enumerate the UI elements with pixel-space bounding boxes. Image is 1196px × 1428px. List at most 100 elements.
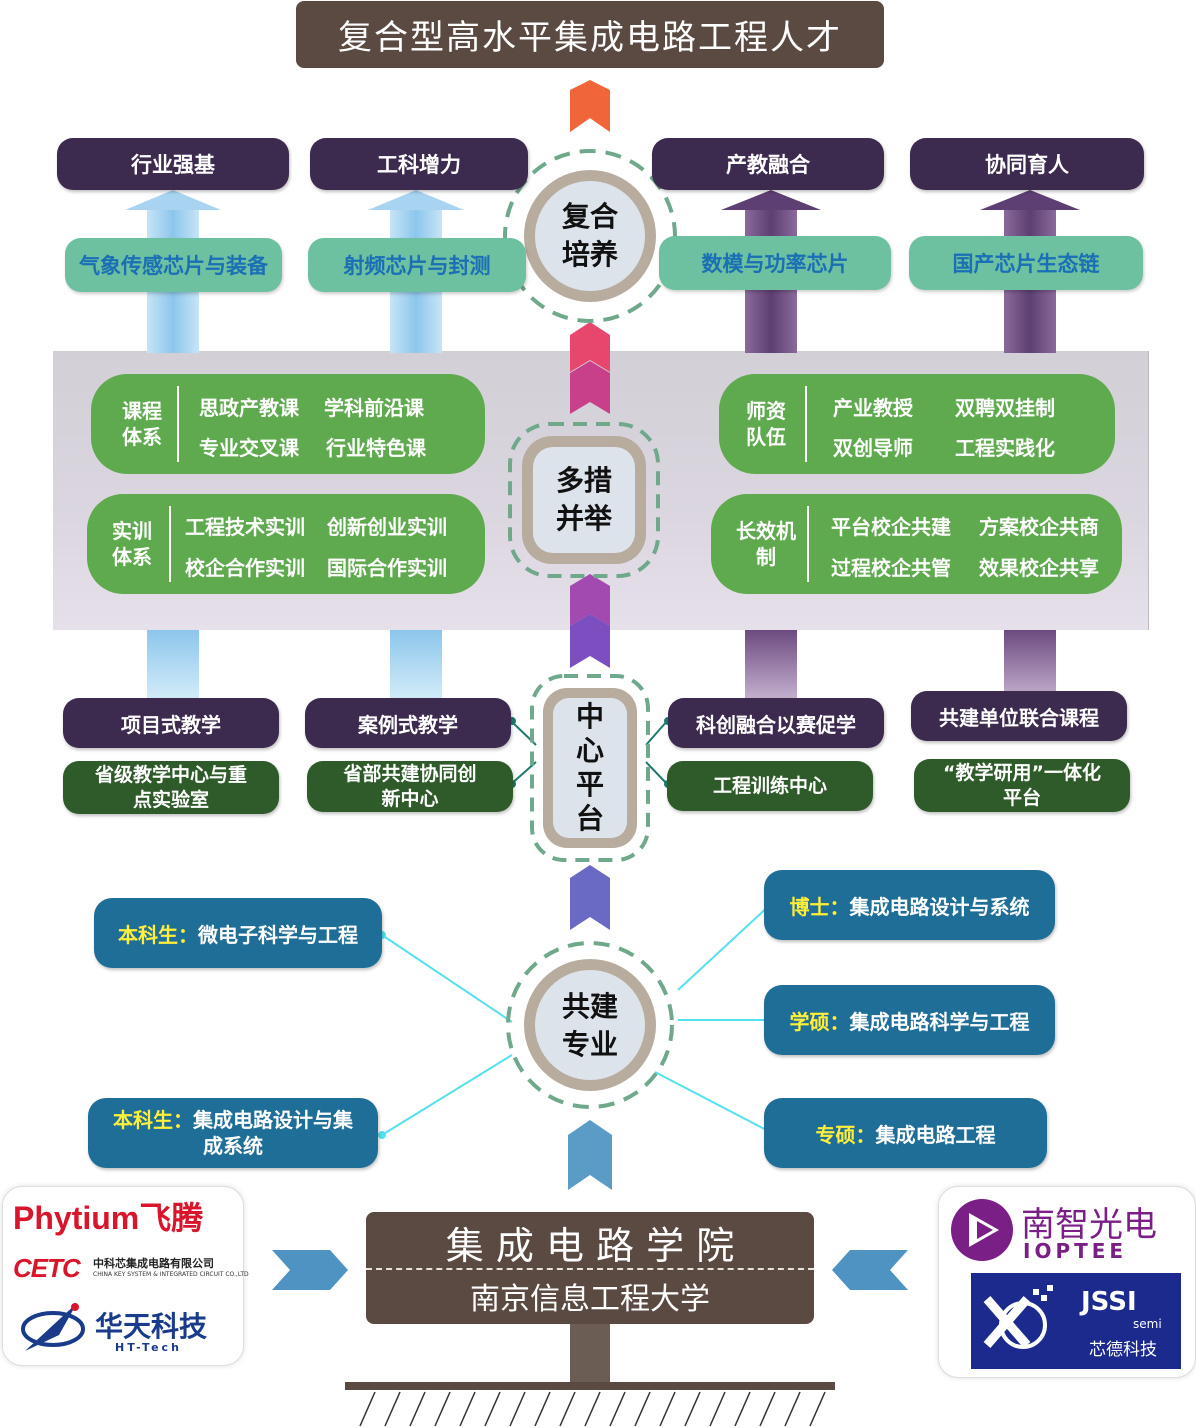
jssi-sub: semi	[1133, 1317, 1162, 1331]
goal-1: 行业强基	[57, 138, 289, 190]
platform-3: 工程训练中心	[667, 761, 873, 811]
platform-1: 省级教学中心与重 点实验室	[63, 761, 279, 814]
major-professional-master-text: 集成电路工程	[875, 1122, 996, 1147]
course-system-title: 课程 体系	[122, 399, 162, 449]
course-system-box: 课程 体系 思政产教课 学科前沿课 专业交叉课 行业特色课	[91, 374, 485, 474]
mechanism-item-4: 效果校企共享	[979, 556, 1099, 580]
jssi-name-cn: 芯德科技	[1089, 1340, 1157, 1360]
cetc-name-en: CHINA KEY SYSTEM & INTEGRATED CIRCUIT CO…	[93, 1271, 249, 1278]
course-item-1: 思政产教课	[199, 396, 299, 420]
teaching-1: 项目式教学	[63, 698, 279, 748]
goal-2-label: 工科增力	[377, 153, 461, 177]
chip-area-3: 数模与功率芯片	[659, 236, 891, 290]
ioptee-logo-icon	[951, 1199, 1013, 1261]
teaching-3: 科创融合以赛促学	[668, 698, 884, 748]
jssi-logo: JSSI semi 芯德科技	[971, 1273, 1181, 1369]
ioptee-name-cn: 南智光电	[1021, 1205, 1157, 1245]
teaching-2-label: 案例式教学	[358, 712, 458, 737]
hub-composite-ring	[503, 149, 677, 323]
chip-area-4: 国产芯片生态链	[909, 236, 1143, 290]
faculty-item-4: 工程实践化	[955, 436, 1055, 460]
major-undergrad-2-label: 本科生：	[113, 1108, 193, 1132]
teaching-1-label: 项目式教学	[121, 712, 221, 737]
left-partners-panel: Phytium飞腾 CETC 中科芯集成电路有限公司 CHINA KEY SYS…	[2, 1186, 249, 1366]
faculty-item-1: 产业教授	[833, 396, 913, 420]
training-item-3: 校企合作实训	[185, 556, 305, 580]
goal-1-label: 行业强基	[131, 153, 215, 177]
college-box: 集 成 电 路 学 院 南京信息工程大学	[366, 1212, 814, 1324]
right-partner-arrow	[832, 1250, 908, 1290]
faculty-item-2: 双聘双挂制	[955, 396, 1055, 420]
training-system-title: 实训 体系	[112, 519, 152, 569]
college-divider	[366, 1268, 814, 1270]
mechanism-box: 长效机 制 平台校企共建 方案校企共商 过程校企共管 效果校企共享	[711, 494, 1122, 594]
page-title: 复合型高水平集成电路工程人才	[296, 1, 884, 68]
hub-platform-ring	[530, 674, 650, 862]
chip-area-2-label: 射频芯片与封测	[343, 254, 491, 278]
phytium-logo: Phytium飞腾	[13, 1200, 204, 1236]
divider	[177, 386, 179, 462]
mechanism-item-3: 过程校企共管	[831, 556, 951, 580]
chip-area-4-label: 国产芯片生态链	[952, 252, 1100, 276]
major-undergrad-2-text: 集成电路设计与集 成系统	[193, 1108, 353, 1158]
goal-2: 工科增力	[310, 138, 528, 190]
major-undergrad-1-text: 微电子科学与工程	[198, 922, 358, 947]
hub-majors-ring	[506, 941, 674, 1109]
mechanism-item-2: 方案校企共商	[979, 515, 1099, 539]
hub-platform-label: 中 心 平 台	[575, 700, 604, 835]
goal-4: 协同育人	[910, 138, 1144, 190]
hub-measures-label: 多措 并举	[555, 464, 612, 535]
cetc-name-cn: 中科芯集成电路有限公司	[93, 1257, 214, 1270]
course-item-2: 学科前沿课	[324, 396, 424, 420]
ht-tech-logo-icon	[21, 1303, 85, 1351]
goal-3: 产教融合	[652, 138, 884, 190]
cetc-logo: CETC	[13, 1253, 81, 1283]
major-professional-master: 专硕：集成电路工程	[764, 1098, 1047, 1168]
teaching-3-label: 科创融合以赛促学	[696, 712, 856, 737]
major-academic-master-text: 集成电路科学与工程	[849, 1009, 1030, 1034]
faculty-item-3: 双创导师	[833, 436, 913, 460]
university-name: 南京信息工程大学	[470, 1282, 710, 1317]
major-phd-label: 博士：	[789, 894, 850, 919]
chip-area-3-label: 数模与功率芯片	[701, 252, 849, 276]
major-academic-master-label: 学硕：	[789, 1009, 850, 1034]
chip-area-1: 气象传感芯片与装备	[65, 238, 282, 292]
hub-majors-label: 共建 专业	[561, 990, 618, 1061]
faculty-box: 师资 队伍 产业教授 双聘双挂制 双创导师 工程实践化	[719, 374, 1115, 474]
chip-area-1-label: 气象传感芯片与装备	[79, 254, 268, 278]
ground-line	[345, 1382, 835, 1390]
ground-hatch	[359, 1391, 826, 1427]
major-undergrad-1-label: 本科生：	[118, 922, 198, 947]
goal-3-label: 产教融合	[726, 153, 810, 177]
teaching-4-label: 共建单位联合课程	[939, 705, 1099, 730]
divider	[169, 506, 171, 582]
faculty-title: 师资 队伍	[746, 399, 786, 449]
foundation-pole	[570, 1322, 610, 1382]
ht-tech-name-cn: 华天科技	[95, 1310, 208, 1343]
hub-measures-ring	[508, 422, 660, 578]
training-item-4: 国际合作实训	[327, 556, 447, 580]
major-undergrad-2: 本科生：集成电路设计与集 成系统	[88, 1098, 378, 1168]
chip-area-2: 射频芯片与封测	[308, 238, 526, 292]
platform-2: 省部共建协同创 新中心	[307, 761, 513, 812]
training-system-box: 实训 体系 工程技术实训 创新创业实训 校企合作实训 国际合作实训	[87, 494, 485, 594]
teaching-4: 共建单位联合课程	[911, 691, 1127, 741]
training-item-1: 工程技术实训	[185, 515, 305, 539]
college-name: 集 成 电 路 学 院	[445, 1223, 735, 1268]
course-item-3: 专业交叉课	[199, 436, 299, 460]
right-partners-panel: 南智光电 IOPTEE JSSI semi 芯德科技	[938, 1186, 1196, 1378]
jssi-mark: JSSI	[1081, 1287, 1137, 1317]
divider	[805, 386, 807, 462]
major-phd: 博士：集成电路设计与系统	[764, 870, 1055, 940]
major-phd-text: 集成电路设计与系统	[849, 894, 1030, 919]
major-professional-master-label: 专硕：	[815, 1122, 876, 1147]
goal-4-label: 协同育人	[985, 153, 1069, 177]
mechanism-title: 长效机 制	[736, 519, 796, 569]
ioptee-name-en: IOPTEE	[1023, 1239, 1128, 1263]
divider	[807, 506, 809, 582]
hub-composite-label: 复合 培养	[561, 200, 618, 271]
mechanism-item-1: 平台校企共建	[831, 515, 951, 539]
jssi-x-icon	[983, 1285, 1053, 1349]
teaching-2: 案例式教学	[305, 698, 511, 748]
